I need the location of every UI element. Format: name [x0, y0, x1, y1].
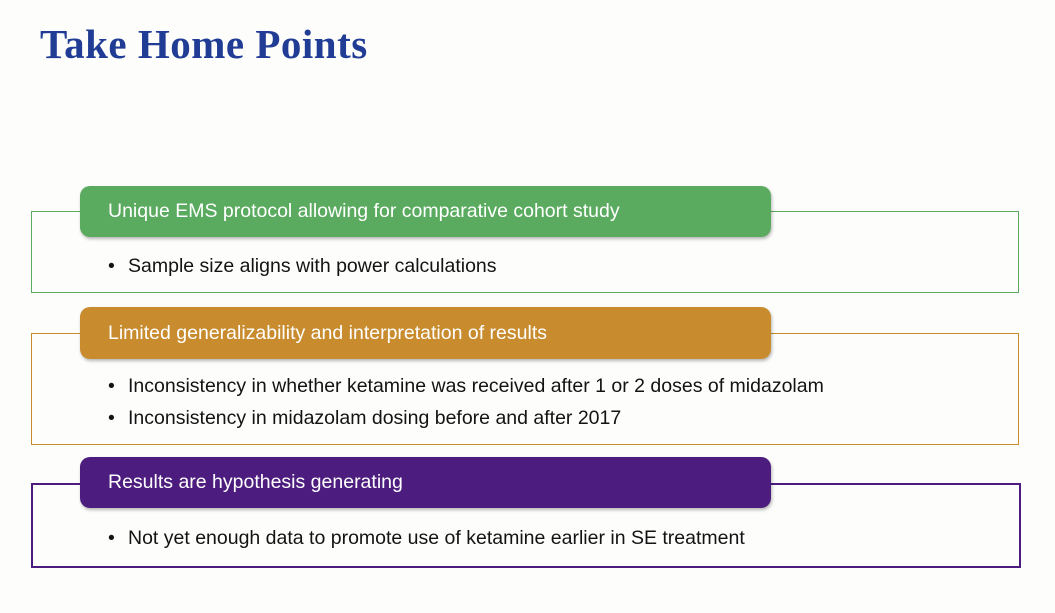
section-bullets-green: Sample size aligns with power calculatio…	[108, 250, 497, 282]
section-header-green: Unique EMS protocol allowing for compara…	[80, 186, 771, 237]
section-bullets-orange: Inconsistency in whether ketamine was re…	[108, 370, 824, 434]
section-header-green-label: Unique EMS protocol allowing for compara…	[108, 200, 620, 222]
bullet-item: Inconsistency in whether ketamine was re…	[108, 370, 824, 402]
bullet-item: Not yet enough data to promote use of ke…	[108, 522, 745, 554]
section-bullets-purple: Not yet enough data to promote use of ke…	[108, 522, 745, 554]
section-header-purple: Results are hypothesis generating	[80, 457, 771, 508]
section-header-purple-label: Results are hypothesis generating	[108, 471, 403, 493]
section-header-orange-label: Limited generalizability and interpretat…	[108, 321, 547, 344]
slide-title: Take Home Points	[40, 21, 368, 67]
bullet-item: Inconsistency in midazolam dosing before…	[108, 402, 824, 434]
bullet-item: Sample size aligns with power calculatio…	[108, 250, 497, 282]
section-header-orange: Limited generalizability and interpretat…	[80, 307, 771, 359]
